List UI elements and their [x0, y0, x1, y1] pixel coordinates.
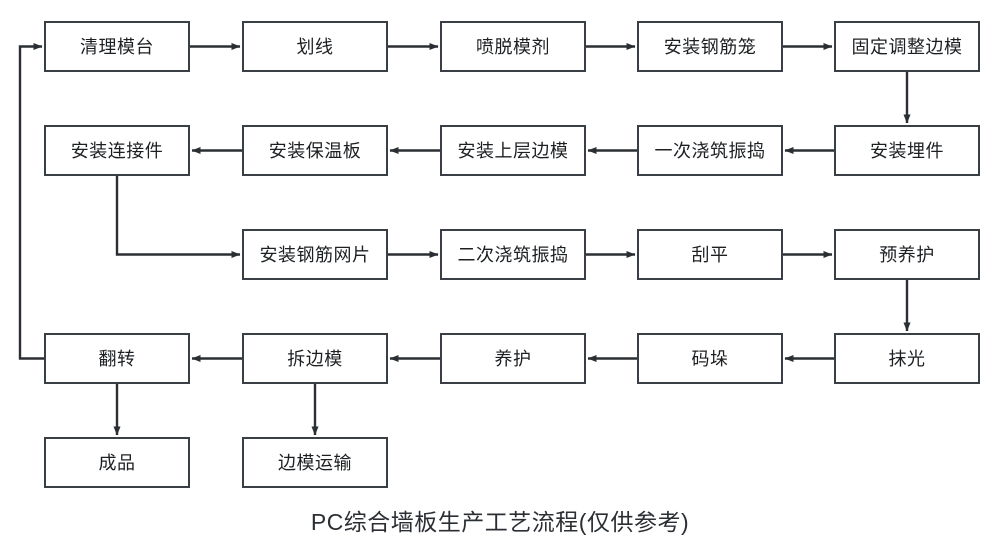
node-label: 翻转	[98, 348, 136, 369]
node-demold-side-mold[interactable]: 拆边模	[242, 333, 388, 384]
node-label: 码垛	[691, 348, 729, 369]
node-second-pour-vibrate[interactable]: 二次浇筑振捣	[440, 229, 586, 280]
node-fix-adjust-side-mold[interactable]: 固定调整边模	[834, 21, 980, 72]
node-label: 预养护	[879, 244, 935, 265]
node-install-rebar-cage[interactable]: 安装钢筋笼	[637, 21, 783, 72]
node-install-connectors[interactable]: 安装连接件	[44, 125, 190, 176]
node-pre-curing[interactable]: 预养护	[834, 229, 980, 280]
edge-n19-n1-feedback	[18, 43, 44, 360]
node-label: 拆边模	[287, 348, 343, 369]
node-label: 喷脱模剂	[476, 36, 550, 57]
node-label: 刮平	[691, 244, 729, 265]
node-spray-release-agent[interactable]: 喷脱模剂	[440, 21, 586, 72]
node-label: 安装钢筋网片	[259, 244, 371, 265]
node-clean-mold-table[interactable]: 清理模台	[44, 21, 190, 72]
node-install-insulation-board[interactable]: 安装保温板	[242, 125, 388, 176]
edge-n10-n11	[115, 176, 241, 258]
node-label: 安装上层边模	[457, 140, 569, 161]
node-install-embedded-parts[interactable]: 安装埋件	[834, 125, 980, 176]
node-label: 清理模台	[80, 36, 154, 57]
node-screeding[interactable]: 刮平	[637, 229, 783, 280]
node-install-rebar-mesh[interactable]: 安装钢筋网片	[242, 229, 388, 280]
node-label: 成品	[98, 452, 136, 473]
node-label: 抹光	[888, 348, 926, 369]
node-label: 边模运输	[278, 452, 352, 473]
node-label: 安装钢筋笼	[663, 36, 757, 57]
node-label: 固定调整边模	[851, 36, 963, 57]
node-turnover[interactable]: 翻转	[44, 333, 190, 384]
chart-title: PC综合墙板生产工艺流程(仅供参考)	[310, 509, 690, 535]
node-install-upper-side-mold[interactable]: 安装上层边模	[440, 125, 586, 176]
node-label: 划线	[296, 36, 334, 57]
node-first-pour-vibrate[interactable]: 一次浇筑振捣	[637, 125, 783, 176]
node-label: 安装保温板	[268, 140, 362, 161]
node-label: 二次浇筑振捣	[457, 244, 569, 265]
node-label: 养护	[494, 348, 532, 369]
node-label: 安装埋件	[870, 140, 944, 161]
node-label: 一次浇筑振捣	[654, 140, 766, 161]
node-curing[interactable]: 养护	[440, 333, 586, 384]
node-finished-product[interactable]: 成品	[44, 437, 190, 488]
node-stacking[interactable]: 码垛	[637, 333, 783, 384]
node-marking-line[interactable]: 划线	[242, 21, 388, 72]
node-side-mold-transport[interactable]: 边模运输	[242, 437, 388, 488]
node-troweling[interactable]: 抹光	[834, 333, 980, 384]
node-label: 安装连接件	[70, 140, 164, 161]
